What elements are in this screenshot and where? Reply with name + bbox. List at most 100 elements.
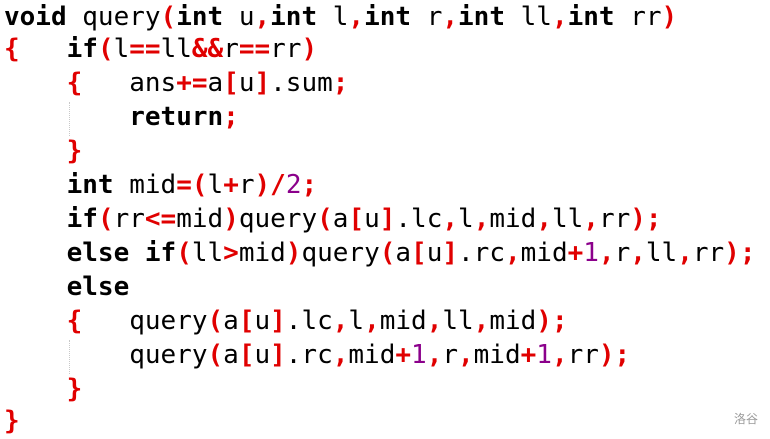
code-text: .lc — [285, 306, 333, 336]
code-text: .lc — [395, 204, 443, 234]
indent-guide — [69, 340, 70, 374]
code-operator: , — [551, 340, 568, 370]
code-operator: ) — [223, 204, 239, 234]
code-text: mid — [379, 306, 427, 336]
code-text: mid — [113, 170, 177, 200]
code-operator: ); — [598, 340, 631, 370]
code-line: int mid=(l+r)/2; — [4, 168, 318, 202]
code-text: mid — [176, 204, 224, 234]
code-line: if(rr<=mid)query(a[u].lc,l,mid,ll,rr); — [4, 202, 662, 236]
watermark: 洛谷 — [733, 412, 758, 426]
code-operator: , — [677, 238, 693, 268]
code-line: { query(a[u].lc,l,mid,ll,mid); — [4, 304, 568, 338]
code-operator: { — [4, 34, 20, 64]
code-text: mid — [489, 204, 537, 234]
code-keyword: int — [364, 2, 412, 32]
code-text: rr — [692, 238, 725, 268]
code-text: mid — [473, 340, 521, 370]
code-keyword: int — [66, 170, 114, 200]
code-keyword: int — [176, 2, 224, 32]
code-operator: , — [598, 238, 615, 268]
code-text: l — [113, 34, 130, 64]
code-operator: } — [66, 136, 83, 166]
code-operator: , — [364, 306, 380, 336]
code-keyword: void — [4, 2, 67, 32]
code-text: rr — [270, 34, 302, 64]
code-text — [4, 204, 67, 234]
code-text: .rc — [458, 238, 505, 268]
code-line: query(a[u].rc,mid+1,r,mid+1,rr); — [4, 338, 630, 372]
code-text: r — [614, 238, 631, 268]
code-keyword: else if — [66, 238, 177, 268]
code-keyword: if — [66, 204, 98, 234]
code-operator: ] — [442, 238, 459, 268]
code-text: rr — [598, 204, 631, 234]
code-operator: } — [66, 374, 83, 404]
code-operator: ( — [176, 238, 192, 268]
code-operator: , — [473, 204, 490, 234]
code-number: 1 — [583, 238, 599, 268]
code-operator: , — [254, 2, 271, 32]
code-text — [4, 374, 67, 404]
code-operator: ( — [379, 238, 396, 268]
code-text: u — [364, 204, 380, 234]
code-operator: + — [395, 340, 412, 370]
code-operator: ) — [661, 2, 678, 32]
code-text: query — [238, 204, 318, 234]
code-operator: [ — [238, 306, 255, 336]
code-operator: , — [442, 204, 459, 234]
code-operator: [ — [348, 204, 365, 234]
code-text: mid — [348, 340, 396, 370]
code-operator: [ — [223, 68, 239, 98]
code-operator: , — [536, 204, 552, 234]
code-text: rr — [113, 204, 145, 234]
code-operator: , — [583, 204, 599, 234]
code-operator: { — [66, 306, 83, 336]
code-text — [4, 102, 129, 132]
code-operator: > — [223, 238, 239, 268]
code-keyword: else — [66, 272, 130, 302]
code-text: u — [223, 2, 255, 32]
code-operator: , — [504, 238, 521, 268]
code-operator: , — [348, 2, 365, 32]
code-text: query — [66, 2, 161, 32]
code-text: a — [223, 306, 239, 336]
code-text: ans — [82, 68, 177, 98]
code-operator: , — [442, 2, 459, 32]
code-operator: , — [332, 306, 349, 336]
code-operator: ) — [301, 34, 318, 64]
code-keyword: if — [66, 34, 98, 64]
code-text — [4, 238, 67, 268]
code-operator: [ — [411, 238, 427, 268]
code-text: r — [223, 34, 239, 64]
code-text: l — [348, 306, 365, 336]
code-operator: == — [238, 34, 271, 64]
code-number: 2 — [285, 170, 302, 200]
code-text: rr — [567, 340, 599, 370]
code-number: 1 — [411, 340, 427, 370]
code-line: { if(l==ll&&r==rr) — [4, 32, 317, 66]
code-text — [20, 34, 67, 64]
code-operator: ) — [285, 238, 302, 268]
code-operator: , — [473, 306, 490, 336]
code-operator: + — [567, 238, 584, 268]
code-line: { ans+=a[u].sum; — [4, 66, 349, 100]
code-line: void query(int u,int l,int r,int ll,int … — [4, 0, 677, 34]
code-keyword: return — [129, 102, 224, 132]
code-text: ll — [645, 238, 678, 268]
code-operator: ( — [97, 204, 114, 234]
code-text: query — [301, 238, 380, 268]
code-line: } — [4, 372, 83, 406]
code-operator: && — [191, 34, 224, 64]
code-text: . — [270, 68, 286, 98]
code-operator: += — [176, 68, 208, 98]
code-text — [4, 68, 67, 98]
code-operator: ; — [223, 102, 239, 132]
code-text: .rc — [285, 340, 333, 370]
code-operator: ); — [536, 306, 568, 336]
code-text: a — [332, 204, 349, 234]
code-operator: ; — [301, 170, 318, 200]
code-operator: ; — [332, 68, 349, 98]
code-operator: , — [551, 2, 568, 32]
